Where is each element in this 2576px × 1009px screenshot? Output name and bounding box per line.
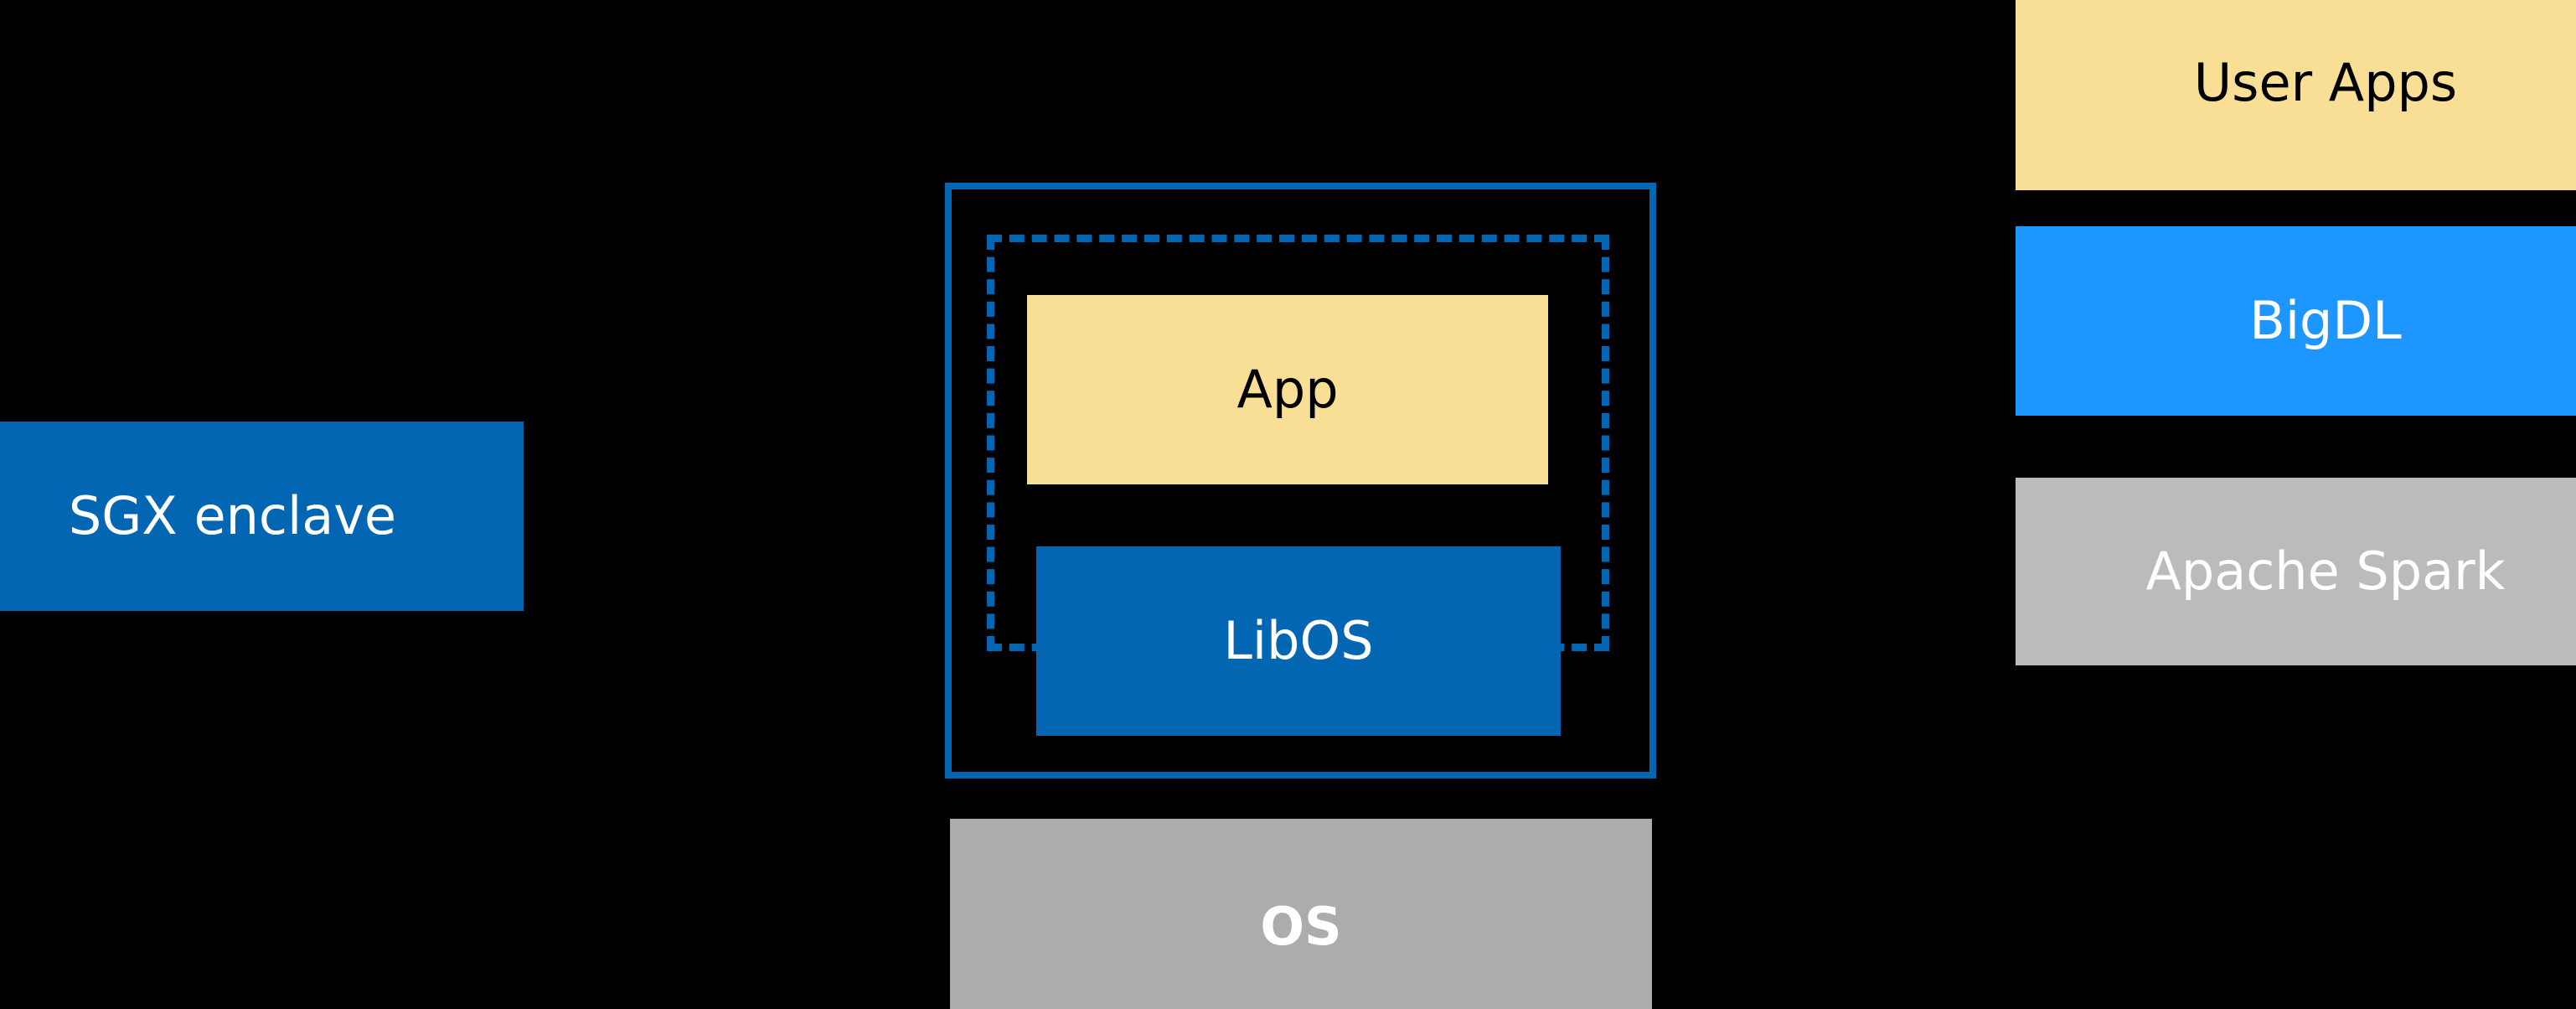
enclave-boundary-outline [945,183,1656,779]
sgx-enclave-box: SGX enclave [0,422,524,611]
os-label: OS [1260,895,1342,957]
bigdl-label: BigDL [2249,289,2402,351]
sgx-enclave-label: SGX enclave [68,484,397,546]
bigdl-box: BigDL [2016,226,2576,416]
apache-spark-label: Apache Spark [2145,540,2506,602]
apache-spark-box: Apache Spark [2016,478,2576,665]
os-box: OS [950,819,1652,1009]
libos-box: LibOS [1036,546,1561,736]
user-apps-label: User Apps [2193,52,2458,114]
app-label: App [1236,358,1339,420]
connector-sgx-enclave-to-boundary [517,508,945,526]
user-apps-box: User Apps [2016,0,2576,190]
app-box: App [1027,295,1548,484]
libos-label: LibOS [1223,609,1374,671]
